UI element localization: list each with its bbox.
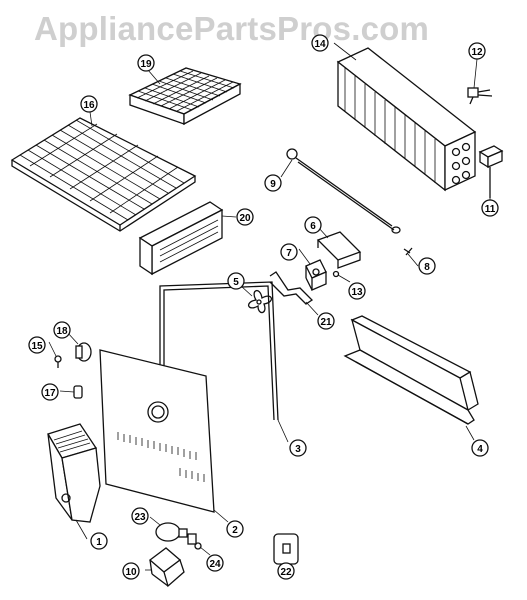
callout-3[interactable]: 3 <box>289 439 307 457</box>
callout-11[interactable]: 11 <box>481 199 499 217</box>
leader-lines <box>48 42 491 571</box>
light-switch-drawing <box>273 533 299 565</box>
watermark: AppliancePartsPros.com <box>34 10 430 47</box>
grommet-drawing <box>332 270 340 278</box>
drain-trough-drawing <box>343 315 479 425</box>
evaporator-gasket-drawing <box>159 281 279 421</box>
svg-text:14: 14 <box>314 39 326 50</box>
svg-text:23: 23 <box>134 512 146 523</box>
callout-5[interactable]: 5 <box>227 272 245 290</box>
motor-bracket-drawing <box>316 231 362 269</box>
callout-9[interactable]: 9 <box>264 174 282 192</box>
callout-14[interactable]: 14 <box>311 34 329 52</box>
callout-24[interactable]: 24 <box>206 554 224 572</box>
svg-text:5: 5 <box>233 277 239 288</box>
callout-2[interactable]: 2 <box>226 520 244 538</box>
light-lens-drawing <box>148 547 185 588</box>
svg-text:19: 19 <box>140 59 152 70</box>
screw-drawing <box>403 247 413 256</box>
svg-text:17: 17 <box>44 388 56 399</box>
callout-1[interactable]: 1 <box>90 532 108 550</box>
evaporator-fan-motor-drawing <box>305 259 327 291</box>
svg-text:22: 22 <box>280 567 292 578</box>
svg-text:10: 10 <box>125 567 137 578</box>
callouts: 19 16 14 12 20 9 <box>28 34 499 580</box>
lamp-socket-drawing <box>187 533 202 550</box>
callout-6[interactable]: 6 <box>304 216 322 234</box>
callout-7[interactable]: 7 <box>280 243 298 261</box>
callout-21[interactable]: 21 <box>317 312 335 330</box>
svg-text:20: 20 <box>239 213 251 224</box>
callout-18[interactable]: 18 <box>53 321 71 339</box>
callout-17[interactable]: 17 <box>41 383 59 401</box>
fan-blade-drawing <box>248 290 272 314</box>
svg-text:12: 12 <box>471 47 483 58</box>
knob-screw-drawing <box>54 355 62 368</box>
control-knob-drawing <box>75 342 92 362</box>
control-panel-cover-drawing <box>99 349 215 513</box>
defrost-terminator-drawing <box>478 145 504 198</box>
callout-8[interactable]: 8 <box>418 257 436 275</box>
svg-text:15: 15 <box>31 341 43 352</box>
svg-text:18: 18 <box>56 326 68 337</box>
thermostat-sensor-drawing <box>467 87 493 105</box>
svg-text:21: 21 <box>320 317 332 328</box>
damper-control-drawing <box>73 385 83 399</box>
freezer-shelf-drawing <box>10 117 197 232</box>
svg-text:13: 13 <box>351 287 363 298</box>
ice-tray-drawing <box>128 67 242 126</box>
svg-text:3: 3 <box>295 444 301 455</box>
callout-23[interactable]: 23 <box>131 507 149 525</box>
motor-mount-drawing <box>269 271 314 305</box>
svg-text:24: 24 <box>209 559 221 570</box>
light-bulb-drawing <box>155 522 188 542</box>
callout-19[interactable]: 19 <box>137 54 155 72</box>
evaporator-drawing <box>336 47 477 192</box>
callout-16[interactable]: 16 <box>80 95 98 113</box>
svg-text:9: 9 <box>270 179 276 190</box>
svg-text:8: 8 <box>424 262 430 273</box>
air-duct-baffle-drawing <box>138 201 224 276</box>
svg-text:4: 4 <box>477 444 483 455</box>
svg-text:11: 11 <box>485 204 496 215</box>
light-shield-housing-drawing <box>47 423 101 523</box>
callout-12[interactable]: 12 <box>468 42 486 60</box>
defrost-heater-drawing <box>286 148 401 234</box>
svg-text:6: 6 <box>310 221 316 232</box>
callout-13[interactable]: 13 <box>348 282 366 300</box>
callout-10[interactable]: 10 <box>122 562 140 580</box>
svg-text:7: 7 <box>286 248 292 259</box>
callout-15[interactable]: 15 <box>28 336 46 354</box>
svg-text:2: 2 <box>232 525 238 536</box>
callout-20[interactable]: 20 <box>236 208 254 226</box>
callout-4[interactable]: 4 <box>471 439 489 457</box>
svg-text:16: 16 <box>83 100 95 111</box>
svg-text:1: 1 <box>96 537 102 548</box>
callout-22[interactable]: 22 <box>277 562 295 580</box>
